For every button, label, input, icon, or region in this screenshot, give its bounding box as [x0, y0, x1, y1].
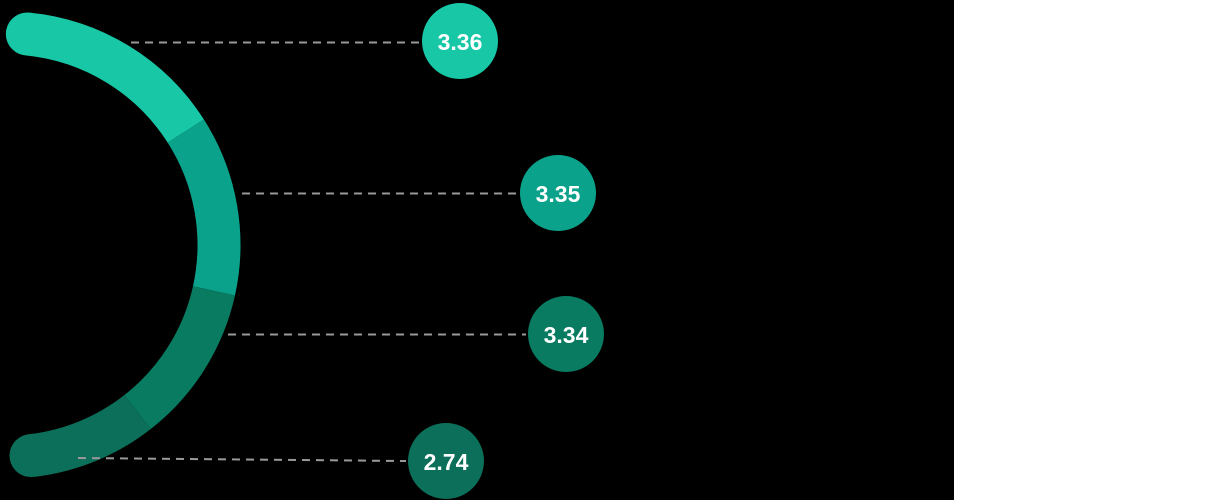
- value-circle-2: [520, 155, 596, 231]
- arc-end-cap: [9, 434, 53, 478]
- value-callout-1: 3.36: [422, 3, 498, 79]
- arc-segment-3: [123, 285, 235, 429]
- right-blank-panel: [954, 0, 1231, 500]
- arc-start-cap: [5, 12, 49, 56]
- value-label-3: 3.34: [544, 322, 589, 348]
- value-circle-1: [422, 3, 498, 79]
- value-callout-3: 3.34: [528, 296, 604, 372]
- value-circle-3: [528, 296, 604, 372]
- value-label-4: 2.74: [424, 449, 469, 475]
- value-label-2: 3.35: [536, 181, 581, 207]
- arc-segment-2: [167, 119, 241, 296]
- value-callout-4: 2.74: [408, 423, 484, 499]
- value-label-1: 3.36: [438, 29, 483, 55]
- leader-lines: [77, 41, 526, 462]
- donut-arc: [5, 12, 241, 478]
- arc-segment-1: [24, 12, 204, 143]
- value-circle-4: [408, 423, 484, 499]
- value-callouts: 3.36 3.35 3.34 2.74: [408, 3, 604, 499]
- leader-line-4: [77, 457, 407, 462]
- value-callout-2: 3.35: [520, 155, 596, 231]
